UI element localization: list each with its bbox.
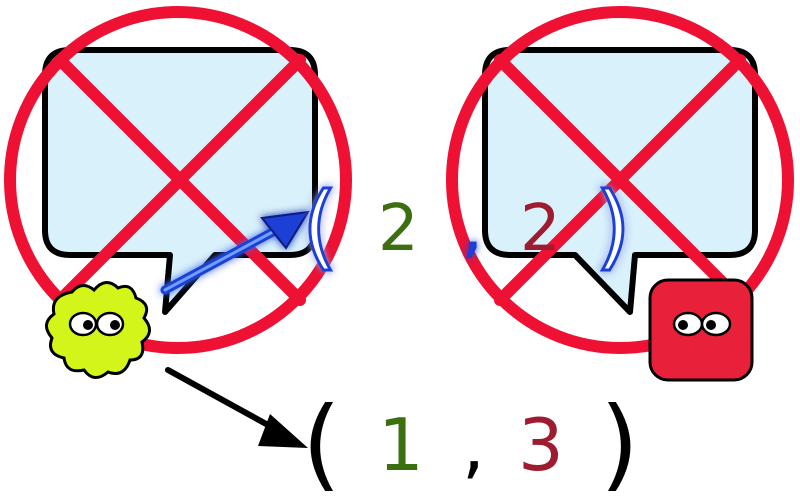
- top-open-paren: (: [302, 173, 338, 280]
- bottom-second-value: 3: [518, 403, 564, 487]
- bottom-close-paren: ): [600, 385, 639, 502]
- top-close-paren: ): [595, 173, 631, 280]
- green-blob-creature-icon: [45, 281, 151, 379]
- bottom-first-value: 1: [378, 403, 424, 487]
- blue-arrow-icon: [160, 210, 310, 295]
- bottom-open-paren: (: [302, 385, 341, 502]
- left-no-sign-icon: [4, 6, 352, 354]
- top-pair: ( 2 , 2 ): [301, 172, 633, 282]
- top-comma: ,: [462, 192, 482, 266]
- bottom-pair: ( 1 , 3 ): [302, 385, 639, 502]
- bottom-comma: ,: [462, 403, 485, 487]
- top-second-value: 2: [520, 192, 561, 266]
- right-no-sign-icon: [446, 6, 794, 354]
- red-square-creature-icon: [648, 278, 754, 382]
- top-first-value: 2: [378, 192, 419, 266]
- black-arrow-icon: [165, 367, 308, 448]
